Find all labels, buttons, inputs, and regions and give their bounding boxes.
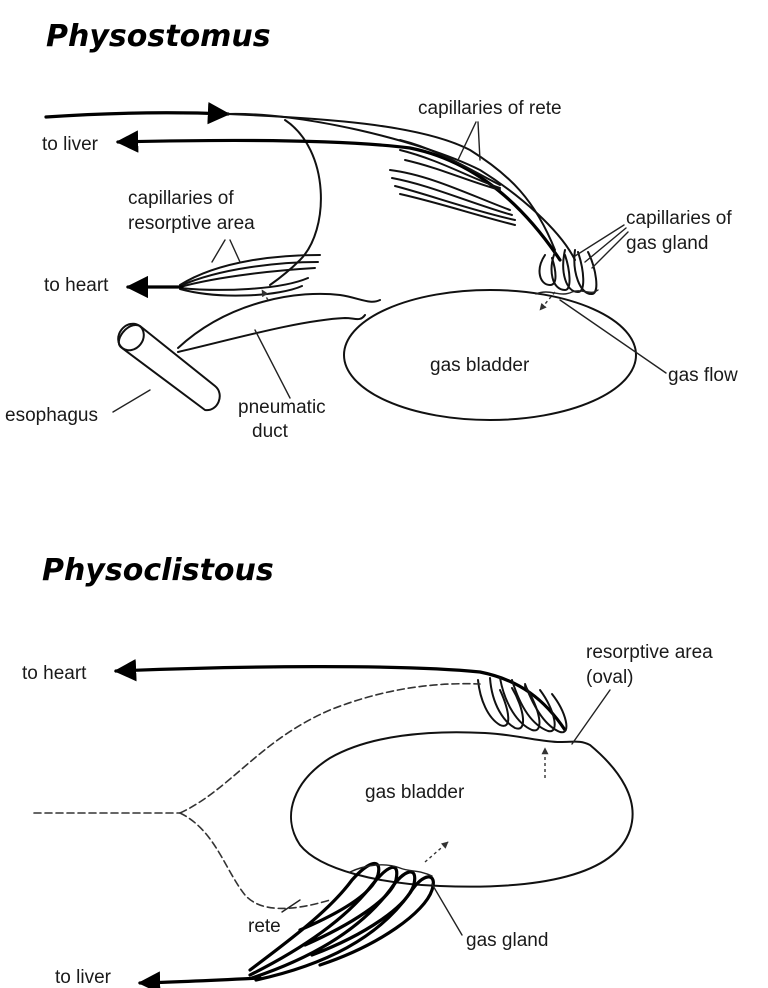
artery-to-gland	[227, 113, 556, 251]
label-resorptive-2: (oval)	[586, 667, 634, 688]
gas-bladder-top	[343, 289, 637, 421]
label-capillaries-gland-1: capillaries of	[626, 208, 732, 229]
gas-gland-wall	[535, 289, 599, 295]
leader-resorptive-1	[211, 239, 226, 263]
label-pneumatic-1: pneumatic	[238, 397, 326, 418]
label-rete: rete	[248, 916, 281, 937]
artery-to-resorptive	[269, 119, 322, 286]
gas-gland-capillaries	[538, 249, 598, 295]
rete-capillaries	[389, 139, 516, 226]
label-esophagus: esophagus	[5, 405, 98, 426]
label-to-liver-bottom: to liver	[55, 967, 112, 988]
physostomus-title: Physostomus	[46, 19, 271, 54]
resorptive-loops	[477, 677, 568, 734]
label-capillaries-resorptive-1: capillaries of	[128, 188, 234, 209]
physoclistous-panel: Physoclistous	[22, 553, 713, 988]
leader-gland-3	[591, 231, 629, 269]
label-pneumatic-2: duct	[252, 421, 289, 442]
leader-rete-2	[477, 121, 481, 161]
leader-esophagus	[112, 389, 151, 413]
vein-to-liver-bottom	[137, 971, 262, 988]
esophagus-shape	[117, 322, 221, 412]
label-gas-bladder-top: gas bladder	[430, 355, 530, 376]
label-capillaries-rete: capillaries of rete	[418, 98, 562, 119]
leader-resorptive	[571, 689, 611, 745]
label-to-heart-bottom: to heart	[22, 663, 87, 684]
vein-to-liver	[115, 130, 562, 262]
leader-gas-flow	[559, 299, 667, 374]
leader-pneumatic	[254, 329, 291, 399]
rete-gas-gland-loops	[248, 862, 435, 982]
leader-gland-1	[574, 224, 625, 257]
resorptive-capillaries	[179, 254, 321, 297]
label-gas-gland: gas gland	[466, 930, 548, 951]
label-to-liver-top: to liver	[42, 134, 99, 155]
vein-to-heart-bottom	[113, 658, 567, 732]
label-to-heart-top: to heart	[44, 275, 109, 296]
physostomus-panel: Physostomus	[5, 19, 738, 442]
label-capillaries-resorptive-2: resorptive area	[128, 213, 255, 234]
gas-flow-arrow	[539, 291, 556, 311]
leader-gas-gland	[431, 883, 463, 936]
pneumatic-duct-upper	[177, 292, 381, 349]
secrete-gas-arrow	[424, 841, 449, 863]
artery-lower-branch	[179, 812, 331, 910]
incoming-artery	[44, 101, 231, 125]
artery-to-gland-2	[227, 112, 576, 261]
label-capillaries-gland-2: gas gland	[626, 233, 708, 254]
pneumatic-duct-lower	[177, 314, 366, 353]
physoclistous-title: Physoclistous	[42, 553, 274, 588]
gas-bladder-bottom	[290, 731, 634, 888]
label-resorptive-1: resorptive area	[586, 642, 713, 663]
leader-resorptive-2	[229, 239, 241, 263]
leader-rete	[281, 899, 301, 913]
label-gas-flow: gas flow	[668, 365, 738, 386]
leader-rete-1	[457, 121, 477, 161]
label-gas-bladder-bottom: gas bladder	[365, 782, 465, 803]
duct-gas-arrow	[261, 289, 269, 301]
artery-upper-branch	[179, 682, 481, 814]
leader-gland-2	[584, 227, 627, 263]
gas-gland-wall-bottom	[349, 864, 433, 877]
